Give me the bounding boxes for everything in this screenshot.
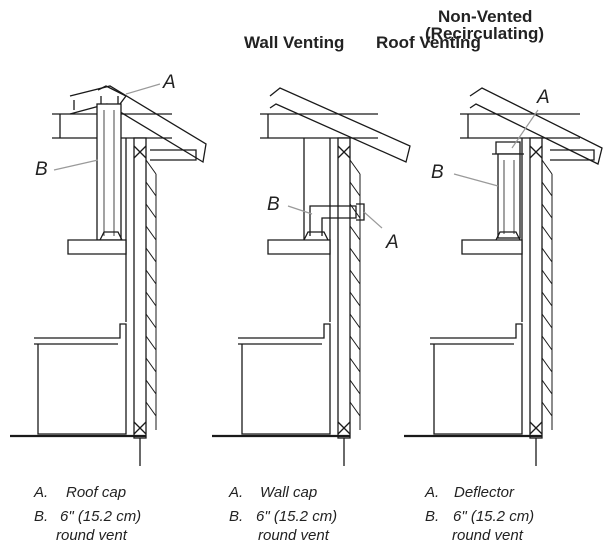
exterior-wall bbox=[529, 137, 543, 439]
roof-venting-drawing bbox=[10, 83, 207, 466]
siding bbox=[541, 159, 553, 430]
roof-round-vent-duct bbox=[96, 103, 122, 241]
legend-nonvented-text-b2: round vent bbox=[452, 527, 523, 544]
cabinet bbox=[238, 323, 331, 435]
non-vented-drawing bbox=[404, 87, 603, 466]
range-hood bbox=[67, 239, 127, 255]
legend-wall-key-a: A. bbox=[229, 484, 244, 501]
legend-wall-text-a: Wall cap bbox=[260, 484, 318, 501]
callout-b-nonvented: B bbox=[431, 162, 444, 183]
siding bbox=[349, 159, 361, 430]
legend-roof-text-b2: round vent bbox=[56, 527, 127, 544]
callout-a-roof: A bbox=[163, 72, 176, 93]
legend-roof-key-a: A. bbox=[34, 484, 49, 501]
cabinet bbox=[430, 323, 523, 435]
range-hood bbox=[267, 239, 331, 255]
roof-rafter bbox=[269, 87, 411, 163]
deflector bbox=[495, 141, 521, 154]
legend-wall-text-b: 6" (15.2 cm) bbox=[256, 508, 338, 525]
legend-wall-text-b2: round vent bbox=[258, 527, 329, 544]
legend-roof-text-b: 6" (15.2 cm) bbox=[60, 508, 142, 525]
legend-wall-key-b: B. bbox=[229, 508, 244, 525]
callout-b-wall: B bbox=[267, 194, 280, 215]
legend-nonvented-text-b: 6" (15.2 cm) bbox=[453, 508, 535, 525]
legend-nonvented-key-a: A. bbox=[425, 484, 440, 501]
legend-nonvented-key-b: B. bbox=[425, 508, 440, 525]
callout-a-nonvented: A bbox=[537, 87, 550, 108]
wall-venting-drawing bbox=[212, 87, 411, 466]
title-roof-venting: Roof Venting bbox=[376, 33, 481, 52]
title-recirculating: (Recirculating) bbox=[425, 24, 545, 43]
callout-b-roof: B bbox=[35, 159, 48, 180]
recirc-round-vent-duct bbox=[497, 153, 521, 239]
legend-roof-text-a: Roof cap bbox=[66, 484, 127, 501]
cabinet bbox=[34, 323, 127, 435]
roof-cap bbox=[97, 85, 127, 105]
title-non-vented: Non-Vented bbox=[438, 7, 533, 26]
range-hood bbox=[461, 239, 523, 255]
callout-a-wall: A bbox=[386, 232, 399, 253]
wall-round-vent-duct bbox=[309, 205, 357, 236]
roof-rafter bbox=[469, 87, 603, 165]
legend-roof-key-b: B. bbox=[34, 508, 49, 525]
exterior-wall bbox=[133, 137, 147, 439]
exterior-wall bbox=[337, 137, 351, 439]
siding bbox=[145, 159, 157, 430]
title-wall-venting: Wall Venting bbox=[244, 33, 345, 52]
legend-nonvented-text-a: Deflector bbox=[454, 484, 515, 501]
